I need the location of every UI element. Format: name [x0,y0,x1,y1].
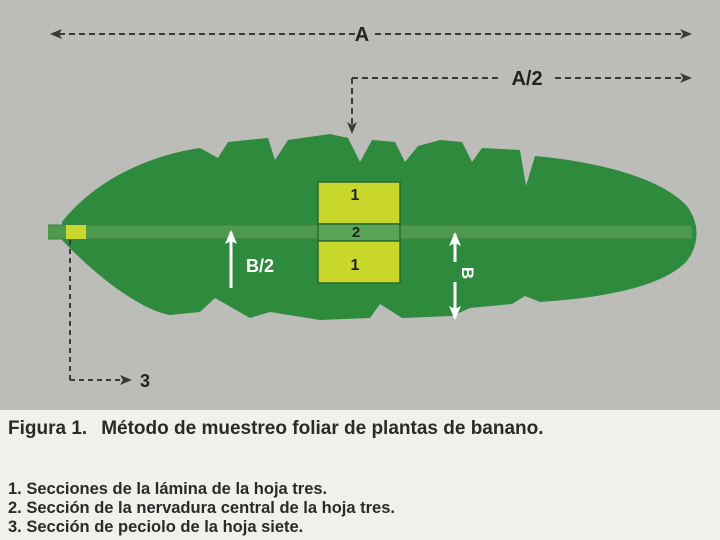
label-B: B [458,267,477,279]
legend-item: 1. Secciones de la lámina de la hoja tre… [8,480,395,499]
legend-list: 1. Secciones de la lámina de la hoja tre… [8,480,395,537]
figure-number: Figura 1. [8,418,87,439]
label-petiole-3: 3 [140,371,150,391]
label-A: A [355,24,369,46]
label-B-half: B/2 [246,256,274,276]
label-A-half: A/2 [511,68,542,90]
figure-caption: Figura 1. Método de muestreo foliar de pl… [8,418,544,440]
figure-caption-text: Método de muestreo foliar de plantas de … [101,418,543,439]
petiole-section [66,225,86,239]
legend-item: 3. Sección de peciolo de la hoja siete. [8,518,395,537]
banana-leaf-diagram: A A/2 1 2 1 B/2 B 3 [0,0,720,410]
label-section-2: 2 [352,224,360,241]
label-section-1-bottom: 1 [351,257,360,274]
figure-panel: A A/2 1 2 1 B/2 B 3 [0,0,720,410]
legend-item: 2. Sección de la nervadura central de la… [8,499,395,518]
label-section-1-top: 1 [351,187,360,204]
